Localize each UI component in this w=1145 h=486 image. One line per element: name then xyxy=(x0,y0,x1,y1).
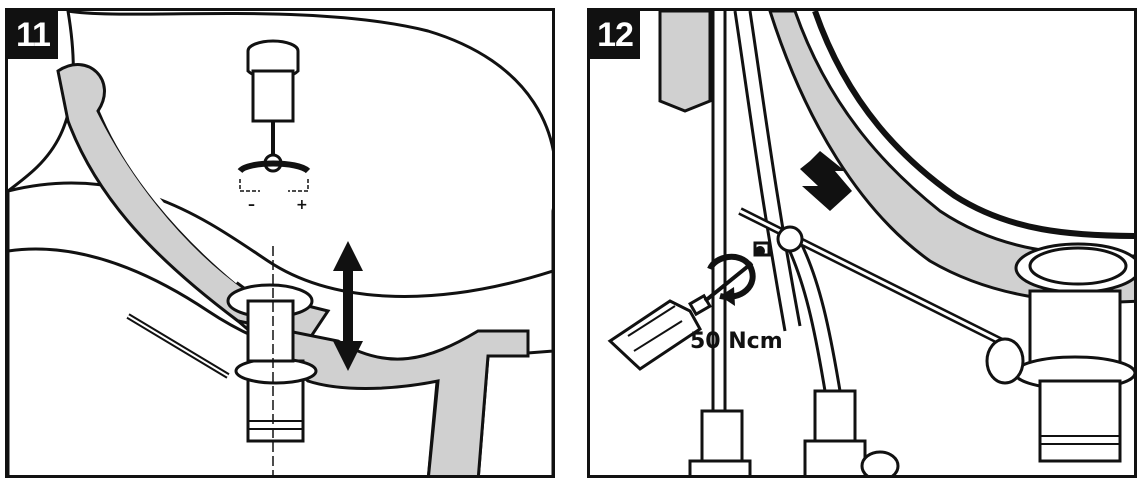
step-number-badge: 11 xyxy=(8,11,58,59)
drain-assembly xyxy=(985,242,1134,463)
height-adjust-arrow xyxy=(333,241,363,371)
rotate-arrow xyxy=(707,253,756,300)
push-down-arrow xyxy=(800,151,852,211)
step-11-panel: 11 xyxy=(5,8,555,478)
plus-sign: + xyxy=(296,197,308,213)
screwdriver xyxy=(607,261,754,371)
rod-channel-inner xyxy=(100,109,240,284)
basin-band-inner xyxy=(812,11,1134,239)
popup-plug-exploded xyxy=(237,39,311,174)
basin-underside xyxy=(232,318,530,475)
drain-body xyxy=(226,283,318,443)
step-11-illustration xyxy=(8,11,552,475)
minus-sign: – xyxy=(248,197,255,213)
cabinet-block xyxy=(658,11,712,113)
step-number-badge: 12 xyxy=(590,11,640,59)
rod-clamp xyxy=(753,225,804,257)
angle-valves xyxy=(688,389,900,475)
step-12-panel: 12 xyxy=(587,8,1137,478)
rotate-arrows xyxy=(239,179,309,192)
supply-pipes xyxy=(711,11,842,411)
step-12-illustration xyxy=(607,11,1134,475)
torque-value: 50 Ncm xyxy=(690,329,783,354)
